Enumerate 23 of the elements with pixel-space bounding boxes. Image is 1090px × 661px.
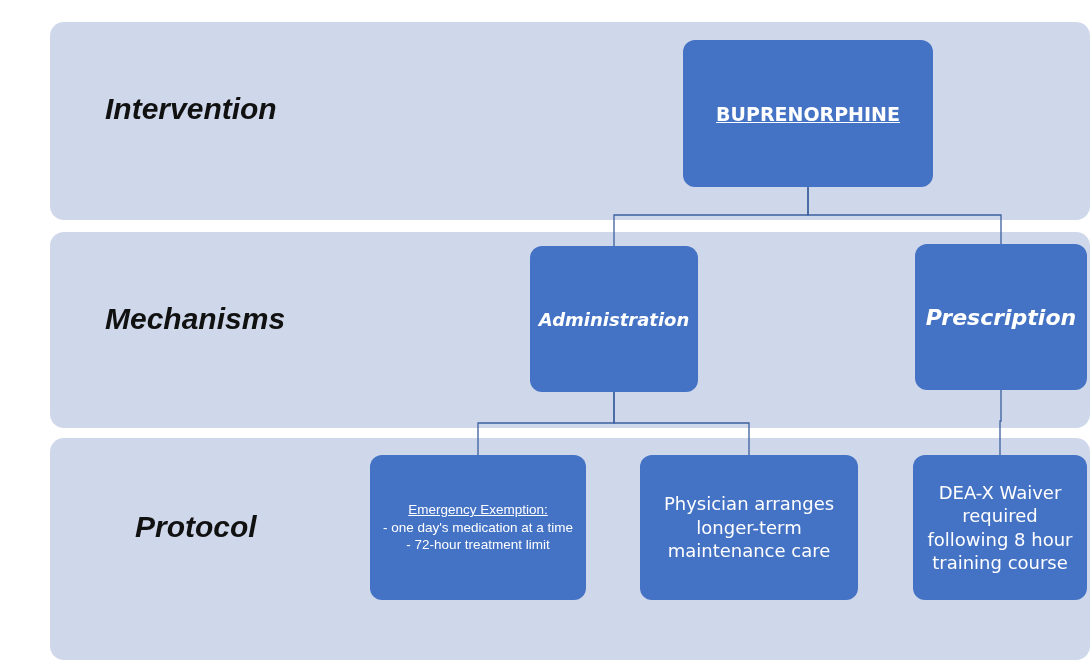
process-box bbox=[913, 455, 1087, 600]
process-box bbox=[370, 455, 586, 600]
process-box bbox=[640, 455, 858, 600]
band bbox=[50, 22, 1090, 220]
node-heading: Emergency Exemption: bbox=[408, 501, 548, 519]
connector bbox=[613, 391, 750, 456]
node-label: Administration bbox=[538, 308, 690, 330]
process-box bbox=[915, 244, 1087, 390]
node-label: - 72-hour treatment limit bbox=[406, 536, 550, 554]
band-title: Protocol bbox=[135, 510, 257, 544]
node-label: Prescription bbox=[925, 304, 1077, 330]
connector bbox=[807, 186, 1002, 245]
process-box bbox=[530, 246, 698, 392]
node-label: - one day's medication at a time bbox=[382, 518, 574, 537]
band bbox=[50, 232, 1090, 428]
band-title: Mechanisms bbox=[105, 302, 286, 336]
band bbox=[50, 438, 1090, 660]
band-title: Intervention bbox=[105, 92, 277, 126]
node-label: DEA-X Waiver required following 8 hour training course bbox=[926, 480, 1074, 575]
node-label: BUPRENORPHINE bbox=[716, 102, 900, 125]
connector bbox=[999, 389, 1002, 456]
process-box bbox=[683, 40, 933, 187]
node-label: Physician arranges longer-term maintenance care bbox=[662, 492, 836, 563]
